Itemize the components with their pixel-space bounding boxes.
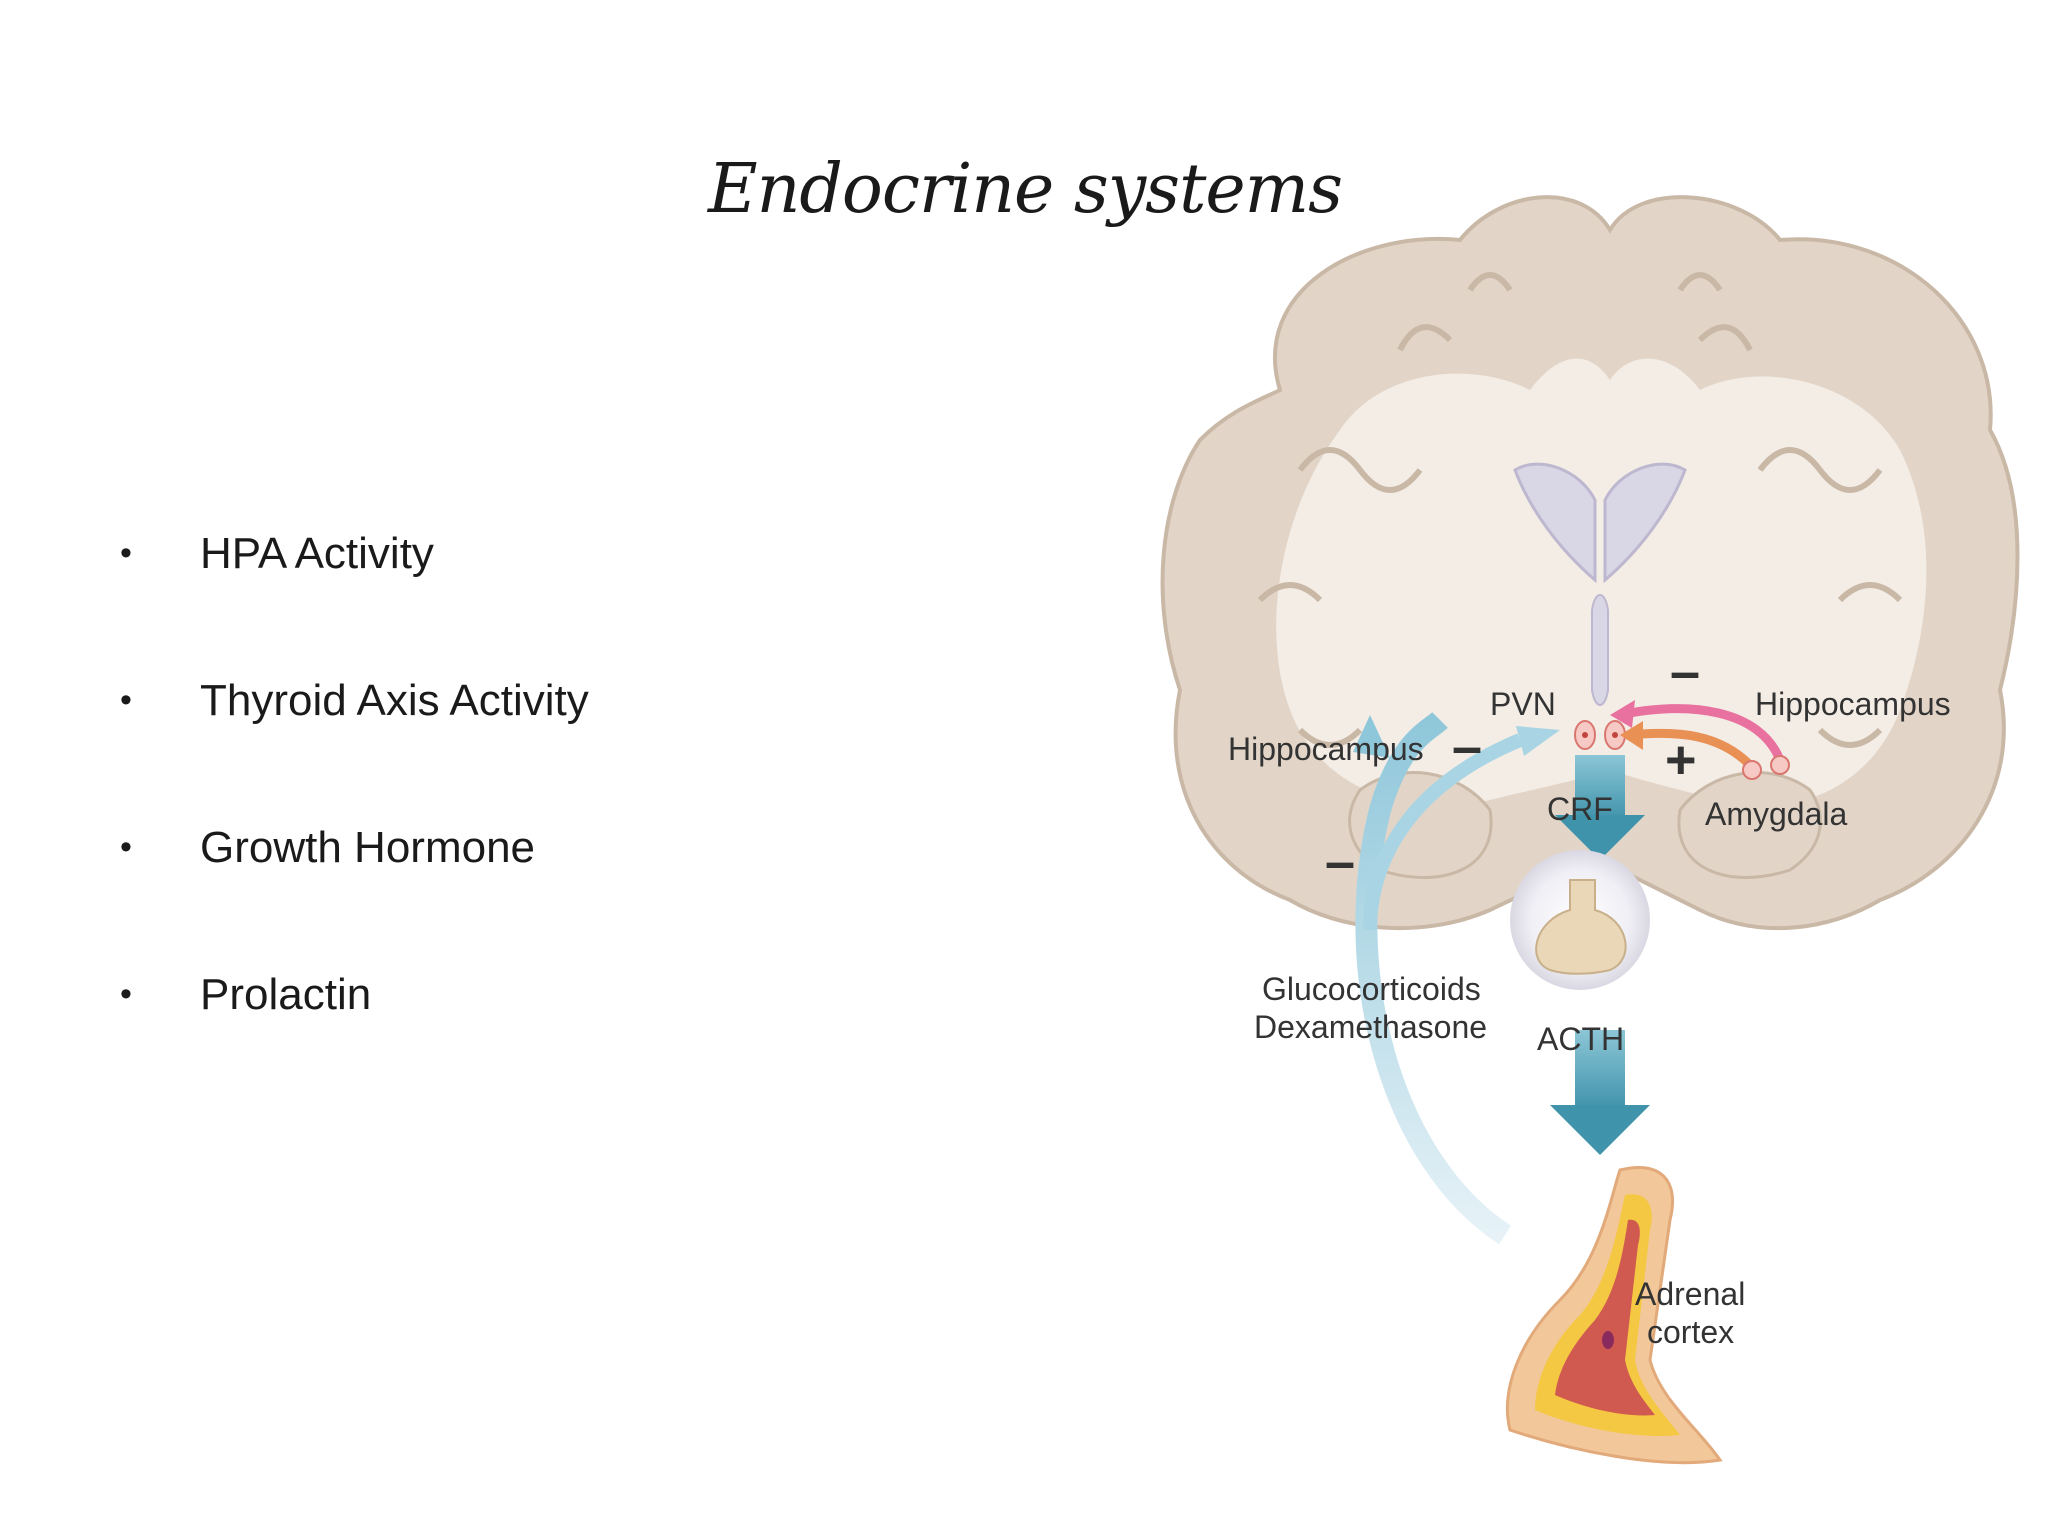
pink-arrowhead-icon xyxy=(1610,700,1635,728)
orange-arrowhead-icon xyxy=(1620,721,1643,750)
bullet-list: • HPA Activity • Thyroid Axis Activity •… xyxy=(120,480,589,1068)
bullet-text: Prolactin xyxy=(200,969,372,1019)
bullet-dot-icon: • xyxy=(120,534,132,572)
adrenal-label-line2: cortex xyxy=(1647,1314,1734,1350)
pituitary-gland-icon xyxy=(1535,879,1627,975)
adrenal-cortex-icon xyxy=(1505,1165,1723,1465)
amygdala-sign: + xyxy=(1665,730,1697,790)
bullet-dot-icon: • xyxy=(120,828,132,866)
feedback-arrowhead-up-icon xyxy=(1353,715,1390,758)
hippocampus-neuron-icon xyxy=(1770,755,1790,775)
hippocampus-right-sign: – xyxy=(1670,642,1700,702)
bullet-item: • HPA Activity xyxy=(120,480,589,627)
bullet-item: • Growth Hormone xyxy=(120,774,589,921)
lateral-ventricles xyxy=(1513,462,1687,584)
hippocampus-right-label: Hippocampus xyxy=(1755,686,1951,722)
white-matter xyxy=(1276,358,1927,806)
acth-label: ACTH xyxy=(1537,1021,1624,1057)
acth-arrowhead-icon xyxy=(1550,1105,1650,1155)
hippocampus-right-arrow xyxy=(1619,704,1785,762)
bullet-dot-icon: • xyxy=(120,681,132,719)
gyri-pattern xyxy=(1257,272,1903,748)
feedback-branch-arrow xyxy=(1363,733,1523,931)
bullet-text: HPA Activity xyxy=(200,528,434,578)
feedback-sign: – xyxy=(1325,832,1355,892)
feedback-arrowhead-right-icon xyxy=(1516,726,1560,756)
crf-label: CRF xyxy=(1547,791,1613,827)
crf-arrowhead-icon xyxy=(1555,815,1645,860)
bullet-item: • Thyroid Axis Activity xyxy=(120,627,589,774)
hippocampus-left-sign: – xyxy=(1452,717,1482,777)
dexamethasone-label: Dexamethasone xyxy=(1254,1009,1487,1045)
glucocorticoids-label: Glucocorticoids xyxy=(1262,971,1481,1007)
bullet-text: Thyroid Axis Activity xyxy=(200,675,589,725)
slide-title: Endocrine systems xyxy=(707,150,1343,229)
pvn-label: PVN xyxy=(1490,686,1556,722)
hpa-axis-diagram: PVN Hippocampus – – Hippocampus + Amygda… xyxy=(1160,195,2020,1465)
acth-arrow-shaft xyxy=(1575,1030,1625,1110)
bullet-text: Growth Hormone xyxy=(200,822,536,872)
adrenal-label-line1: Adrenal xyxy=(1635,1276,1745,1312)
amygdala-arrow xyxy=(1629,728,1754,769)
bullet-dot-icon: • xyxy=(120,975,132,1013)
third-ventricle xyxy=(1591,594,1609,706)
bullet-item: • Prolactin xyxy=(120,921,589,1068)
amygdala-label: Amygdala xyxy=(1705,796,1848,832)
amygdala-neuron-icon xyxy=(1742,760,1762,780)
hippocampus-left-label: Hippocampus xyxy=(1228,731,1424,767)
crf-arrow-shaft xyxy=(1575,755,1625,820)
